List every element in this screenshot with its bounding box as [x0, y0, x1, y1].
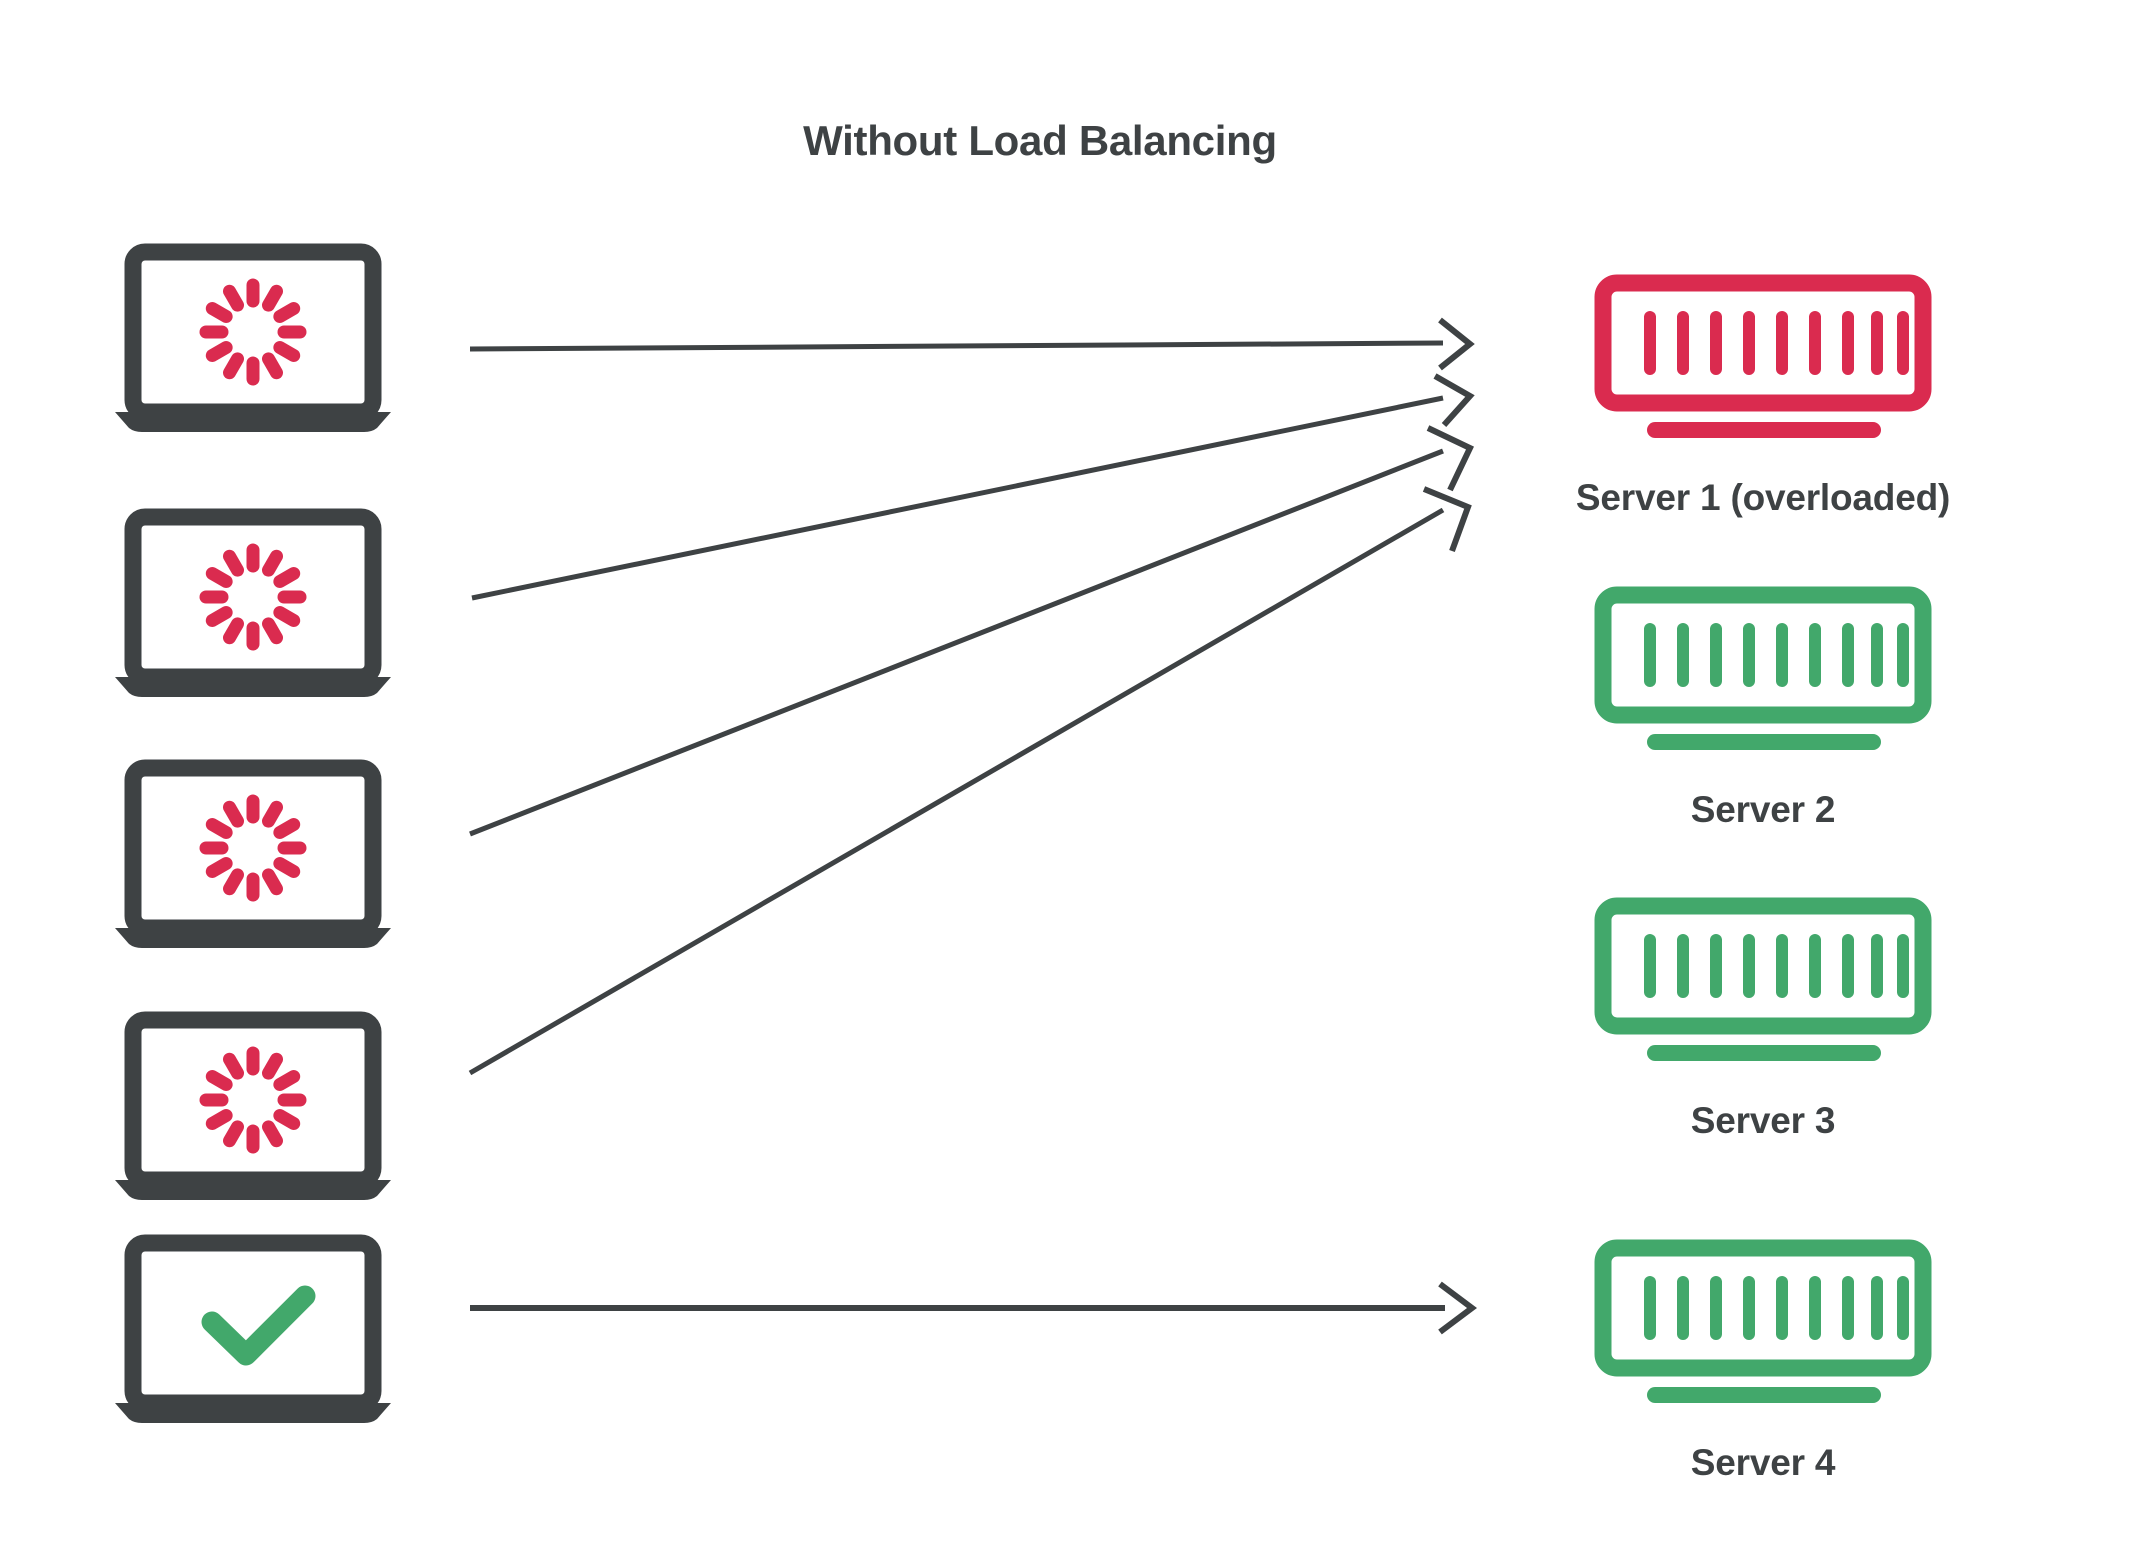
laptop-base [115, 1180, 391, 1200]
laptop-base [115, 1403, 391, 1423]
connection-arrow-2 [471, 373, 1475, 601]
server-chassis [1594, 1239, 1932, 1377]
server-label: Server 4 [1691, 1442, 1836, 1483]
server-chassis [1594, 274, 1932, 412]
server-activity-bars [1644, 1276, 1909, 1340]
arrow-line [471, 395, 1444, 601]
client-laptop-2[interactable] [115, 508, 391, 697]
arrow-head-icon [1438, 1281, 1477, 1335]
connection-arrows [468, 317, 1477, 1335]
client-laptop-1[interactable] [115, 243, 391, 432]
checkmark-icon [201, 1285, 316, 1366]
diagram-title: Without Load Balancing [803, 117, 1277, 164]
loading-spinner-icon [199, 1046, 307, 1154]
server-node-1[interactable]: Server 1 (overloaded) [1576, 274, 1950, 518]
server-node-3[interactable]: Server 3 [1594, 897, 1932, 1141]
server-activity-bars [1644, 311, 1909, 375]
client-laptop-4[interactable] [115, 1011, 391, 1200]
server-activity-bars [1644, 934, 1909, 998]
laptop-base [115, 928, 391, 948]
client-laptop-3[interactable] [115, 759, 391, 948]
arrow-head-icon [1422, 486, 1472, 553]
arrow-line [469, 448, 1444, 837]
client-laptop-5[interactable] [115, 1234, 391, 1423]
server-node-2[interactable]: Server 2 [1594, 586, 1932, 830]
loading-spinner-icon [199, 278, 307, 386]
server-chassis [1594, 586, 1932, 724]
laptop-base [115, 677, 391, 697]
loading-spinner-icon [199, 794, 307, 902]
arrow-head-icon [1426, 425, 1474, 492]
connection-arrow-4 [468, 486, 1472, 1076]
loading-spinner-icon [199, 543, 307, 651]
laptop-screen-frame [124, 1011, 382, 1189]
arrow-head-icon [1438, 317, 1475, 371]
laptop-base [115, 412, 391, 432]
server-node-4[interactable]: Server 4 [1594, 1239, 1932, 1483]
server-label: Server 1 (overloaded) [1576, 477, 1950, 518]
arrow-line [468, 507, 1445, 1076]
laptop-screen-frame [124, 759, 382, 937]
server-label: Server 2 [1691, 789, 1835, 830]
connection-arrow-1 [469, 317, 1475, 371]
laptop-screen-frame [124, 1234, 382, 1412]
arrow-line [469, 340, 1444, 352]
arrow-head-icon [1433, 373, 1475, 428]
server-label: Server 3 [1691, 1100, 1835, 1141]
laptop-screen-frame [124, 243, 382, 421]
connection-arrow-3 [469, 425, 1474, 837]
laptop-screen-frame [124, 508, 382, 686]
server-chassis [1594, 897, 1932, 1035]
connection-arrow-5 [470, 1281, 1477, 1335]
server-activity-bars [1644, 623, 1909, 687]
